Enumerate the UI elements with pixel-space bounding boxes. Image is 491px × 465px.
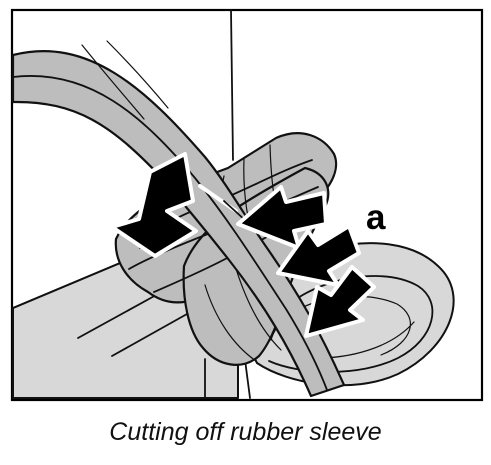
figure-caption: Cutting off rubber sleeve [109, 418, 382, 446]
cut-arrow-lower [304, 265, 376, 338]
callout-label: a [366, 198, 386, 237]
press-arrow [110, 152, 198, 258]
diagram-frame [10, 8, 484, 402]
cut-guide-line [230, 9, 234, 161]
cut-arrow-middle [276, 224, 361, 287]
